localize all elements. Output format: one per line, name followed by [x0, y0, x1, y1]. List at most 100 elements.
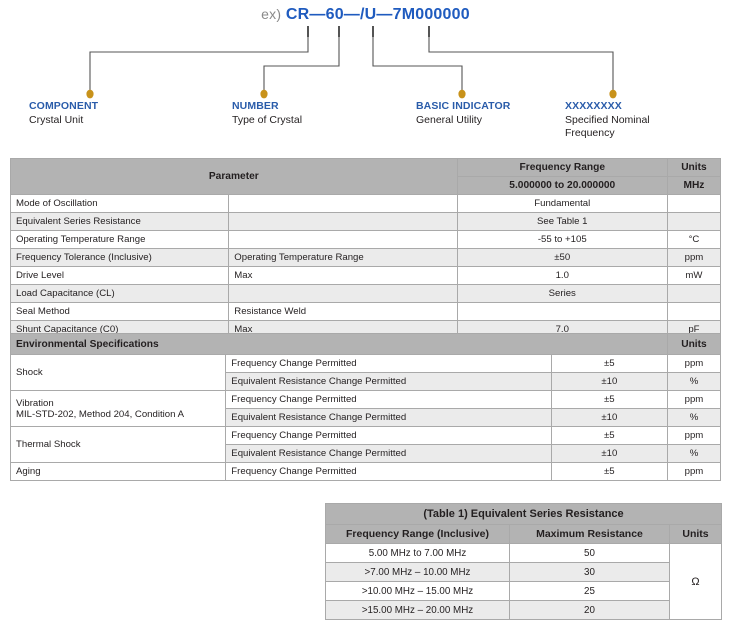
cell-value: ±5: [550, 354, 668, 373]
callout-title: NUMBER: [232, 100, 279, 112]
cell-condition: Resistance Weld: [228, 302, 458, 321]
cell-resistance: 20: [509, 600, 670, 620]
header-units: Units: [666, 333, 722, 355]
table-row: Seal Method Resistance Weld: [9, 302, 722, 321]
cell-units: %: [666, 444, 722, 463]
cell-units: ppm: [666, 390, 722, 409]
cell-parameter: Load Capacitance (CL): [9, 284, 230, 303]
cell-value: Series: [456, 284, 668, 303]
table-row: Vibration MIL-STD-202, Method 204, Condi…: [9, 390, 722, 427]
cell-parameter: Seal Method: [9, 302, 230, 321]
part-number-code: CR—60—/U—7M000000: [285, 6, 470, 23]
table-header-row: Frequency Range (Inclusive) Maximum Resi…: [325, 524, 722, 544]
leader-dot-frequency: [609, 89, 617, 99]
cell-units: [666, 302, 722, 321]
cell-value: [456, 302, 668, 321]
callout-description: Crystal Unit: [29, 114, 84, 126]
table-row: Shock Frequency Change Permitted ±5 ppm: [9, 354, 722, 391]
cell-test: Frequency Change Permitted: [225, 462, 552, 481]
leader-dot-number: [260, 89, 268, 99]
callout-component: COMPONENT Crystal Unit: [29, 100, 159, 127]
cell-range: 5.00 MHz to 7.00 MHz: [325, 543, 510, 563]
esr-table: (Table 1) Equivalent Series Resistance F…: [325, 503, 722, 620]
callout-group: COMPONENT Crystal Unit NUMBER Type of Cr…: [0, 100, 731, 148]
cell-units: [666, 284, 722, 303]
cell-group-name: Aging: [9, 462, 227, 481]
cell-units: [666, 194, 722, 213]
table-row: Equivalent Series Resistance See Table 1: [9, 212, 722, 231]
table-row: Load Capacitance (CL) Series: [9, 284, 722, 303]
cell-value: ±10: [550, 444, 668, 463]
group-name-line2: MIL-STD-202, Method 204, Condition A: [16, 408, 184, 420]
header-units-value: MHz: [666, 176, 722, 195]
cell-condition: [228, 194, 458, 213]
cell-condition: [228, 284, 458, 303]
cell-parameter: Mode of Oscillation: [9, 194, 230, 213]
table-row: Mode of Oscillation Fundamental: [9, 194, 722, 213]
cell-test: Frequency Change Permitted: [225, 390, 552, 409]
callout-title: XXXXXXXX: [565, 100, 622, 112]
cell-value: ±50: [456, 248, 668, 267]
leader-lines: [86, 30, 617, 99]
cell-group-name: Vibration MIL-STD-202, Method 204, Condi…: [9, 390, 227, 427]
cell-group-name: Shock: [9, 354, 227, 391]
table-title-row: (Table 1) Equivalent Series Resistance: [325, 503, 722, 525]
cell-test: Equivalent Resistance Change Permitted: [225, 444, 552, 463]
cell-value: ±5: [550, 426, 668, 445]
header-parameter: Parameter: [10, 158, 458, 195]
callout-description: Type of Crystal: [232, 114, 303, 126]
table-row: Operating Temperature Range -55 to +105 …: [9, 230, 722, 249]
cell-condition: [228, 212, 458, 231]
esr-table-title: (Table 1) Equivalent Series Resistance: [325, 503, 722, 525]
header-frequency-range: Frequency Range (Inclusive): [325, 524, 510, 544]
specification-table-wrapper: Parameter Frequency Range Units 5.000000…: [0, 158, 731, 339]
callout-description: Specified Nominal Frequency: [565, 114, 650, 139]
cell-units: ppm: [666, 426, 722, 445]
cell-test: Equivalent Resistance Change Permitted: [225, 408, 552, 427]
cell-test: Frequency Change Permitted: [225, 426, 552, 445]
cell-units: Ω: [669, 543, 722, 620]
cell-parameter: Frequency Tolerance (Inclusive): [9, 248, 230, 267]
environmental-table-wrapper: Environmental Specifications Units Shock…: [0, 333, 731, 481]
cell-parameter: Drive Level: [9, 266, 230, 285]
cell-range: >10.00 MHz – 15.00 MHz: [325, 581, 510, 601]
cell-units: [666, 212, 722, 231]
cell-range: >15.00 MHz – 20.00 MHz: [325, 600, 510, 620]
cell-resistance: 30: [509, 562, 670, 582]
cell-value: ±5: [550, 390, 668, 409]
environmental-table: Environmental Specifications Units Shock…: [9, 333, 722, 481]
table-header-subrow: 5.000000 to 20.000000 MHz: [11, 176, 722, 195]
cell-units: ppm: [666, 354, 722, 373]
table-row: Thermal Shock Frequency Change Permitted…: [9, 426, 722, 463]
cell-units: mW: [666, 266, 722, 285]
table-header-row: Parameter Frequency Range Units: [10, 158, 722, 195]
cell-condition: [228, 230, 458, 249]
header-frequency-range: Frequency Range: [456, 158, 668, 177]
callout-nominal-frequency: XXXXXXXX Specified Nominal Frequency: [565, 100, 677, 140]
cell-group-name: Thermal Shock: [9, 426, 227, 463]
table-row: Aging Frequency Change Permitted ±5 ppm: [9, 462, 722, 481]
cell-units: ppm: [666, 462, 722, 481]
header-environmental-title: Environmental Specifications: [10, 333, 668, 355]
cell-units: °C: [666, 230, 722, 249]
callout-title: COMPONENT: [29, 100, 99, 112]
callout-title: BASIC INDICATOR: [416, 100, 511, 112]
cell-value: Fundamental: [456, 194, 668, 213]
leader-dot-component: [86, 89, 94, 99]
esr-table-wrapper: (Table 1) Equivalent Series Resistance F…: [325, 503, 722, 620]
cell-value: 1.0: [456, 266, 668, 285]
callout-basic-indicator: BASIC INDICATOR General Utility: [416, 100, 556, 127]
part-number-diagram: ex) CR—60—/U—7M000000 COMPONENT Crystal …: [0, 0, 731, 148]
example-prefix: ex): [261, 6, 282, 22]
cell-resistance: 25: [509, 581, 670, 601]
header-maximum-resistance: Maximum Resistance: [509, 524, 670, 544]
cell-parameter: Equivalent Series Resistance: [9, 212, 230, 231]
table-row: 5.00 MHz to 7.00 MHz 50 Ω: [325, 543, 722, 620]
cell-value: -55 to +105: [456, 230, 668, 249]
table-row: >7.00 MHz – 10.00 MHz 30: [325, 562, 722, 582]
header-units: Units: [669, 524, 722, 544]
table-header-row: Environmental Specifications Units: [10, 333, 722, 355]
cell-value: See Table 1: [456, 212, 668, 231]
cell-units: ppm: [666, 248, 722, 267]
cell-value: ±10: [550, 372, 668, 391]
